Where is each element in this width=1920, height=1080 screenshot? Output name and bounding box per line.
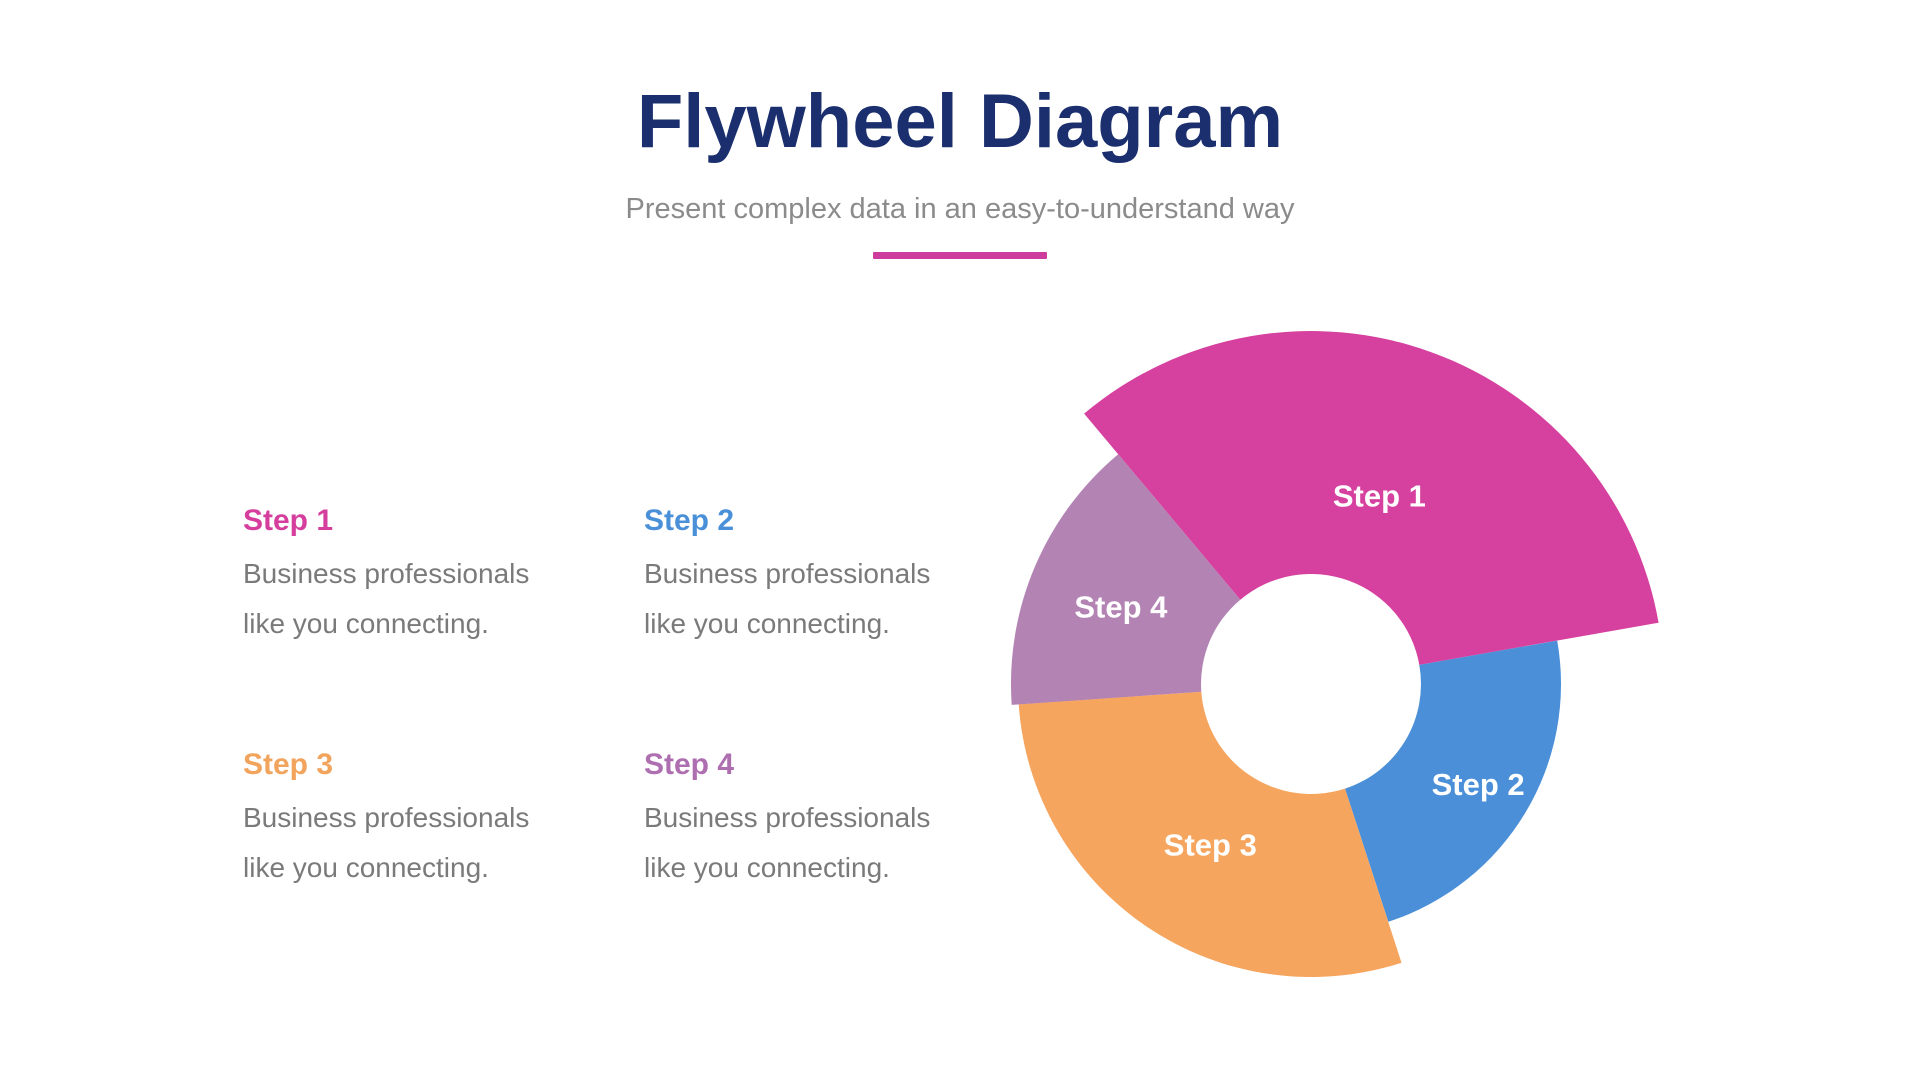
step-4-body: Business professionals like you connecti… — [644, 793, 1034, 893]
page-title: Flywheel Diagram — [636, 79, 1284, 164]
flywheel-segment-label-step-3: Step 3 — [1164, 828, 1257, 863]
flywheel-segment-step-4 — [1010, 454, 1241, 705]
step-1-body: Business professionals like you connecti… — [243, 549, 633, 649]
step-3-body-line-2: like you connecting. — [243, 852, 489, 883]
flywheel-segment-label-step-1: Step 1 — [1333, 479, 1426, 514]
flywheel-segment-label-step-4: Step 4 — [1074, 590, 1168, 625]
step-2-heading: Step 2 — [644, 504, 735, 537]
step-3-block: Step 3 Business professionals like you c… — [243, 747, 633, 893]
step-1-body-line-1: Business professionals — [243, 558, 530, 589]
step-4-heading: Step 4 — [644, 748, 735, 781]
flywheel-segment-step-2 — [1345, 640, 1562, 922]
step-1-heading: Step 1 — [243, 504, 334, 537]
title-divider — [873, 252, 1047, 259]
step-4-block: Step 4 Business professionals like you c… — [644, 747, 1034, 893]
step-1-block: Step 1 Business professionals like you c… — [243, 503, 633, 649]
flywheel-segment-step-3 — [1018, 691, 1402, 978]
flywheel-segment-label-step-2: Step 2 — [1432, 767, 1525, 802]
page-subtitle: Present complex data in an easy-to-under… — [625, 193, 1295, 225]
step-2-body-line-2: like you connecting. — [644, 608, 890, 639]
step-1-body-line-2: like you connecting. — [243, 608, 489, 639]
step-3-body: Business professionals like you connecti… — [243, 793, 633, 893]
step-4-body-line-2: like you connecting. — [644, 852, 890, 883]
step-2-block: Step 2 Business professionals like you c… — [644, 503, 1034, 649]
step-3-heading: Step 3 — [243, 748, 334, 781]
step-3-body-line-1: Business professionals — [243, 802, 530, 833]
flywheel-segment-step-1 — [1084, 331, 1659, 665]
step-2-body-line-1: Business professionals — [644, 558, 931, 589]
step-2-body: Business professionals like you connecti… — [644, 549, 1034, 649]
step-4-body-line-1: Business professionals — [644, 802, 931, 833]
